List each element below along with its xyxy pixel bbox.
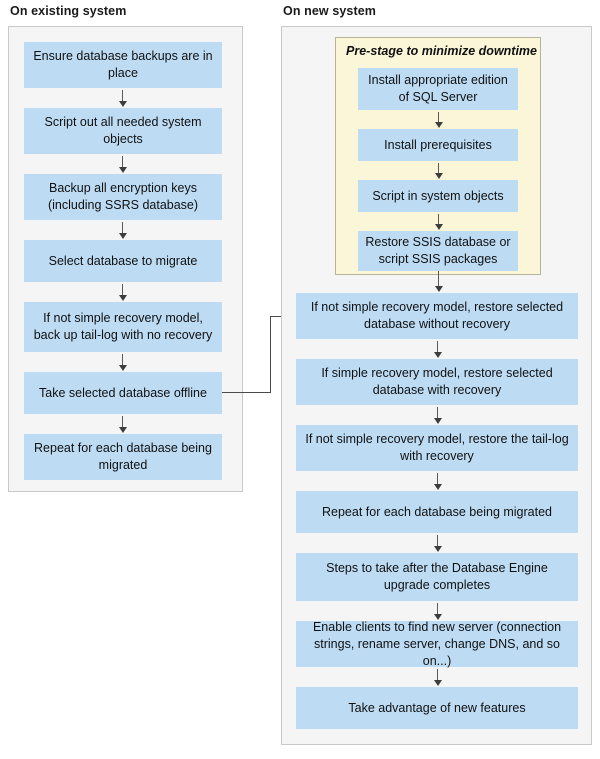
node-take-advantage-new-features[interactable]: Take advantage of new features xyxy=(296,687,578,729)
arrow-down-icon xyxy=(118,416,127,434)
left-panel-label: On existing system xyxy=(10,4,127,18)
node-repeat-each-database-left[interactable]: Repeat for each database being migrated xyxy=(24,434,222,480)
arrow-down-icon xyxy=(433,603,442,621)
arrow-down-icon xyxy=(434,214,443,231)
node-take-offline[interactable]: Take selected database offline xyxy=(24,372,222,414)
node-enable-clients[interactable]: Enable clients to find new server (conne… xyxy=(296,620,578,668)
node-restore-ssis[interactable]: Restore SSIS database or script SSIS pac… xyxy=(358,231,518,271)
node-restore-without-recovery[interactable]: If not simple recovery model, restore se… xyxy=(296,293,578,339)
node-repeat-each-database-right[interactable]: Repeat for each database being migrated xyxy=(296,491,578,533)
node-restore-tail-log[interactable]: If not simple recovery model, restore th… xyxy=(296,425,578,471)
node-post-upgrade-steps[interactable]: Steps to take after the Database Engine … xyxy=(296,553,578,601)
arrow-down-icon xyxy=(433,407,442,425)
node-script-objects[interactable]: Script out all needed system objects xyxy=(24,108,222,154)
arrow-down-icon xyxy=(434,112,443,129)
arrow-down-icon xyxy=(433,341,442,359)
node-backup-tail-log[interactable]: If not simple recovery model, back up ta… xyxy=(24,302,222,352)
arrow-down-icon xyxy=(118,222,127,240)
arrow-down-icon xyxy=(434,271,443,293)
node-backup-keys[interactable]: Backup all encryption keys (including SS… xyxy=(24,174,222,220)
arrow-down-icon xyxy=(118,284,127,302)
arrow-down-icon xyxy=(118,90,127,108)
node-install-prerequisites[interactable]: Install prerequisites xyxy=(358,129,518,161)
node-ensure-backups[interactable]: Ensure database backups are in place xyxy=(24,42,222,88)
arrow-down-icon xyxy=(433,669,442,687)
right-panel-label: On new system xyxy=(283,4,376,18)
node-restore-with-recovery[interactable]: If simple recovery model, restore select… xyxy=(296,359,578,405)
node-install-edition[interactable]: Install appropriate edition of SQL Serve… xyxy=(358,68,518,110)
arrow-down-icon xyxy=(433,535,442,553)
arrow-down-icon xyxy=(433,473,442,491)
node-select-database[interactable]: Select database to migrate xyxy=(24,240,222,282)
arrow-down-icon xyxy=(118,354,127,372)
prestage-title: Pre-stage to minimize downtime xyxy=(346,44,538,58)
arrow-down-icon xyxy=(434,163,443,180)
arrow-down-icon xyxy=(118,156,127,174)
node-script-in-system-objects[interactable]: Script in system objects xyxy=(358,180,518,212)
